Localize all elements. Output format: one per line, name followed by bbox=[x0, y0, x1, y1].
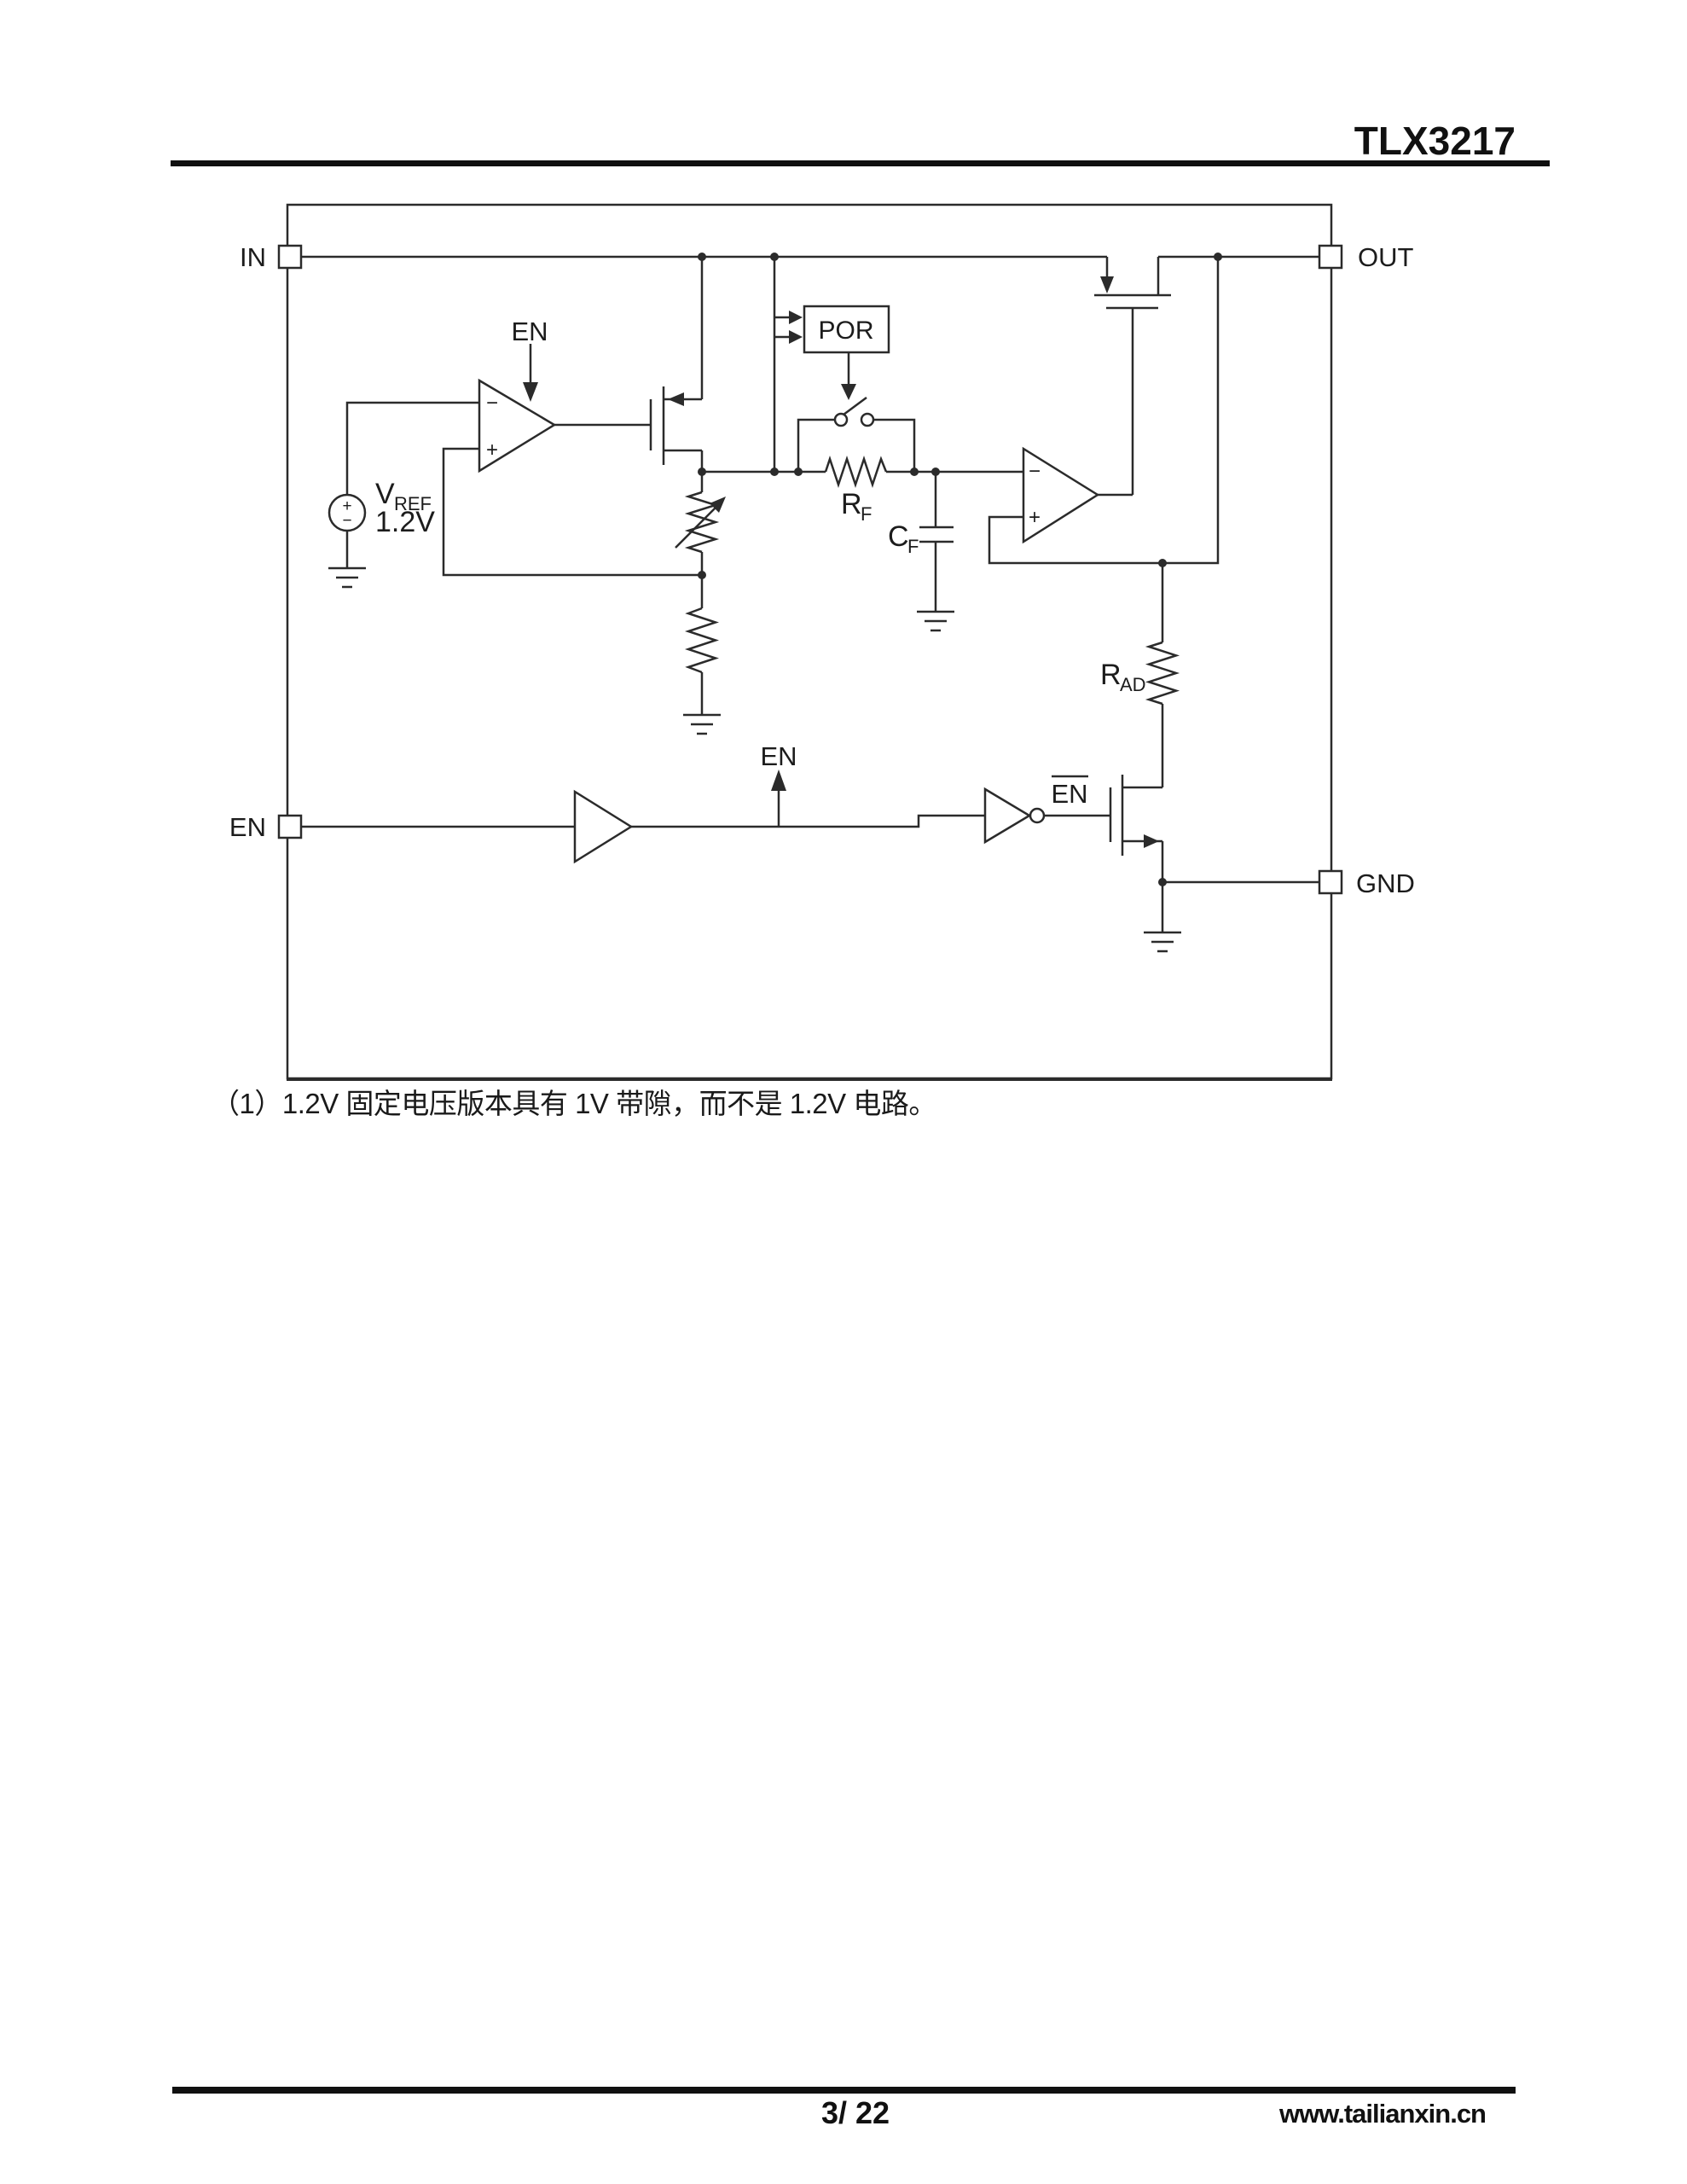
gateamp-minus: − bbox=[1029, 460, 1041, 483]
pass-pmos bbox=[1094, 257, 1171, 495]
feedback-capacitor-cf bbox=[919, 472, 954, 612]
page-title: TLX3217 bbox=[1354, 119, 1516, 163]
vref-label: V bbox=[375, 478, 395, 510]
vref-minus: − bbox=[342, 512, 351, 530]
diagram-border bbox=[286, 203, 1333, 1081]
en-arrow-erroramp bbox=[523, 344, 538, 402]
por-label: POR bbox=[818, 317, 873, 345]
in-pin bbox=[277, 244, 303, 270]
out-pin-label: OUT bbox=[1358, 242, 1414, 272]
rf-label-sub: F bbox=[861, 503, 872, 525]
divider-resistor bbox=[684, 607, 720, 715]
rf-label: R bbox=[841, 488, 862, 520]
page-number: 3/ 22 bbox=[820, 2095, 890, 2130]
vref-value-label: 1.2V bbox=[375, 506, 435, 538]
website: www.tailianxin.cn bbox=[1279, 2099, 1487, 2129]
header-rule bbox=[171, 160, 1550, 166]
variable-resistor bbox=[675, 472, 726, 608]
en-pin bbox=[277, 814, 303, 839]
en-buffer-out-wire bbox=[631, 814, 985, 828]
output-feedback-wire bbox=[988, 257, 1220, 565]
en-pin-label: EN bbox=[229, 812, 266, 842]
en-top-label: EN bbox=[511, 317, 548, 346]
vref-plus: + bbox=[342, 497, 351, 515]
ground-symbol-divider bbox=[683, 713, 721, 735]
footnote: （1）1.2V 固定电压版本具有 1V 带隙，而不是 1.2V 电路。 bbox=[212, 1088, 936, 1119]
ground-symbol-vref bbox=[328, 566, 366, 589]
erroramp-minus: − bbox=[486, 392, 498, 415]
out-pin bbox=[1318, 244, 1343, 270]
enable-nmos bbox=[1109, 775, 1164, 882]
erroramp-plus: + bbox=[486, 439, 498, 462]
cf-label-sub: F bbox=[907, 536, 919, 557]
error-amplifier bbox=[478, 378, 557, 473]
gate-drive-opamp bbox=[1022, 446, 1133, 544]
pin-squares bbox=[277, 244, 1343, 895]
enable-buffer bbox=[573, 789, 634, 864]
en-inverted-label: EN bbox=[1051, 779, 1087, 809]
gnd-pin-label: GND bbox=[1356, 868, 1415, 898]
vref-label-sub: REF bbox=[394, 493, 432, 514]
gnd-pin bbox=[1318, 869, 1343, 895]
en-bottom-label: EN bbox=[760, 741, 797, 771]
cf-label: C bbox=[888, 520, 909, 553]
por-switch bbox=[797, 396, 916, 472]
vref-source bbox=[328, 401, 479, 568]
divider-mosfet bbox=[554, 386, 704, 472]
ground-symbol-nmos bbox=[1144, 882, 1181, 953]
divider-feedback-wire bbox=[442, 447, 702, 577]
enable-inverter bbox=[983, 787, 1110, 845]
en-tap-arrow bbox=[771, 770, 786, 827]
rad-label: R bbox=[1100, 659, 1122, 691]
in-pin-label: IN bbox=[240, 242, 266, 272]
junction-dots bbox=[698, 253, 1222, 886]
rad-label-sub: AD bbox=[1120, 674, 1146, 695]
adjust-resistor-rad bbox=[1145, 563, 1180, 787]
feedback-resistor-rf bbox=[824, 456, 888, 488]
gateamp-plus: + bbox=[1029, 506, 1041, 529]
por-block bbox=[774, 305, 890, 400]
ground-symbol-cf bbox=[917, 610, 954, 632]
footer-rule bbox=[172, 2087, 1516, 2094]
